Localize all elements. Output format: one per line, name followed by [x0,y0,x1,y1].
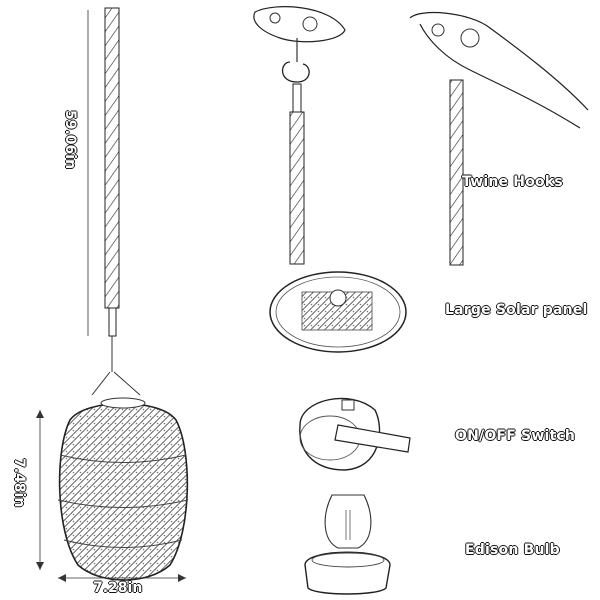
width-dimension-line [58,574,186,582]
switch-detail [299,397,411,471]
hook-detail-right [409,11,589,266]
height-dimension-line [36,410,44,570]
shade-height-label: 7.48in [11,458,27,508]
rattan-shade [57,397,189,581]
hooks-label: Twine Hooks [462,174,563,191]
hook-detail-left [253,6,346,265]
solar-panel-label: Large Solar panel [445,302,588,319]
solar-panel-detail [269,271,407,353]
bulb-detail [304,494,391,595]
cord-length-label: 59.06in [62,110,78,170]
hanging-rope [91,7,141,396]
shade-width-label: 7.28in [93,580,143,596]
bulb-label: Edison Bulb [465,542,560,559]
switch-label: ON/OFF Switch [455,428,576,445]
